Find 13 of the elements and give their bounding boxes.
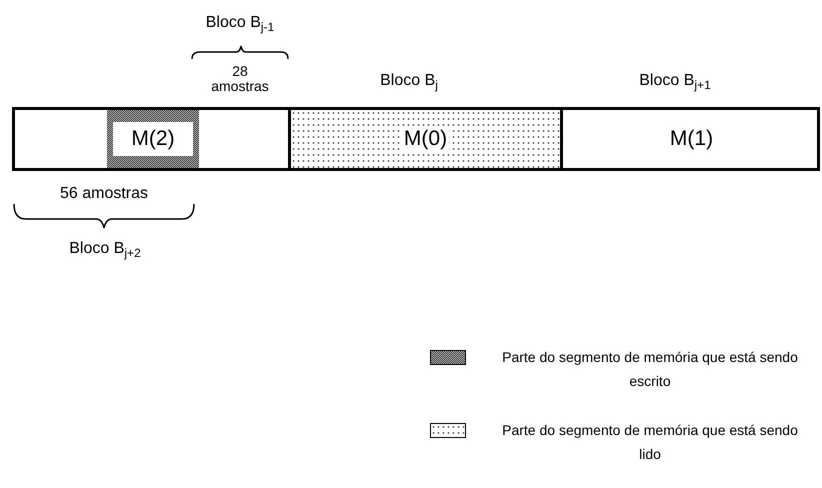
block-label: Bloco B$_{j-1}$ [204,14,276,32]
legend-text: Parte do segmento de memória que está sendo lido [501,421,799,464]
segment-label: M(2) [131,127,175,151]
legend-text: Parte do segmento de memória que está sendo escrito [501,348,799,391]
read-memory-segment [288,110,560,168]
written-memory-part [107,110,199,168]
segment-label: M(0) [402,127,450,151]
segment-label: M(1) [670,127,714,151]
sample-count: 56 amostras [58,185,150,203]
sample-count: 28 amostras [210,64,270,94]
block-label: Bloco B$_{j}$ [379,72,439,90]
block-label: Bloco B$_{j+2}$ [68,240,142,258]
block-label: Bloco B$_{j+1}$ [638,72,712,90]
